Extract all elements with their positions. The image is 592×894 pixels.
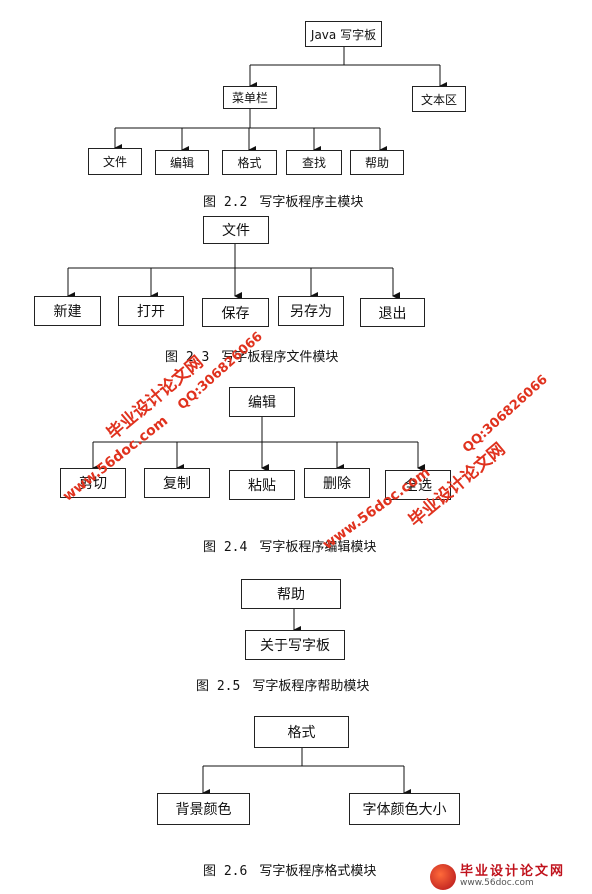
node-edit-selectall: 全选 [385,470,451,500]
logo-mark-icon [430,864,456,890]
node-file: 文件 [203,216,269,244]
node-help-about: 关于写字板 [245,630,345,660]
node-file-saveas: 另存为 [278,296,344,326]
logo-url: www.56doc.com [460,878,534,889]
logo-site-name: 毕业设计论文网 [460,863,566,879]
site-logo: 毕业设计论文网 www.56doc.com [430,862,590,892]
node-format: 格式 [254,716,349,748]
node-menu-help: 帮助 [350,150,404,175]
node-edit-copy: 复制 [144,468,210,498]
node-edit-paste: 粘贴 [229,470,295,500]
node-edit-cut: 剪切 [60,468,126,498]
node-file-open: 打开 [118,296,184,326]
node-file-save: 保存 [202,298,269,327]
node-java-wordpad: Java 写字板 [305,21,382,47]
node-edit: 编辑 [229,387,295,417]
node-edit-delete: 删除 [304,468,370,498]
node-format-font-color-size: 字体颜色大小 [349,793,460,825]
node-help: 帮助 [241,579,341,609]
node-menu-find: 查找 [286,150,342,175]
node-menubar: 菜单栏 [223,86,277,109]
node-format-background-color: 背景颜色 [157,793,250,825]
node-file-exit: 退出 [360,298,425,327]
node-menu-edit: 编辑 [155,150,209,175]
node-textarea: 文本区 [412,86,466,112]
node-file-new: 新建 [34,296,101,326]
node-menu-format: 格式 [222,150,277,175]
node-menu-file: 文件 [88,148,142,175]
